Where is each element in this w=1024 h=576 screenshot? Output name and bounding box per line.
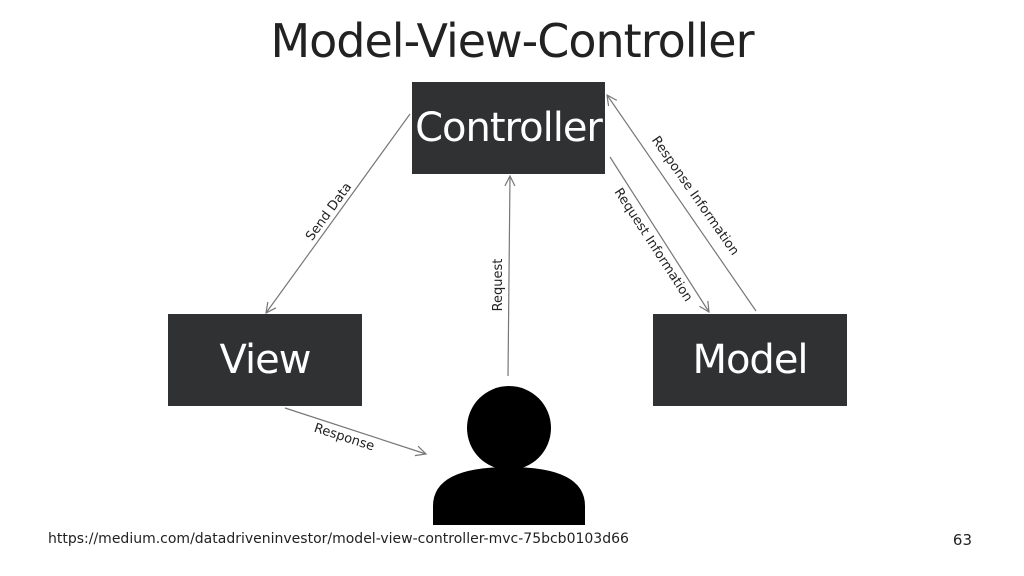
source-link[interactable]: https://medium.com/datadriveninvestor/mo…: [48, 531, 629, 547]
model-box: Model: [653, 314, 847, 406]
controller-label: Controller: [415, 105, 603, 151]
response-label: Response: [312, 421, 376, 455]
send-data-label: Send Data: [303, 180, 355, 244]
response-arrow: [284, 407, 426, 454]
response-information-arrow: [607, 95, 757, 312]
view-box: View: [168, 314, 362, 406]
model-label: Model: [692, 337, 808, 383]
request-label: Request: [491, 259, 506, 312]
diagram-title: Model-View-Controller: [270, 14, 754, 68]
view-label: View: [219, 337, 312, 383]
controller-box: Controller: [412, 82, 605, 174]
send-data-arrow: [266, 113, 411, 313]
request-information-arrow: [609, 156, 709, 312]
user-silhouette-icon: [433, 386, 585, 525]
request-information-label: Request Information: [611, 186, 696, 305]
request-arrow: [508, 176, 510, 377]
page-number: 63: [952, 531, 972, 549]
